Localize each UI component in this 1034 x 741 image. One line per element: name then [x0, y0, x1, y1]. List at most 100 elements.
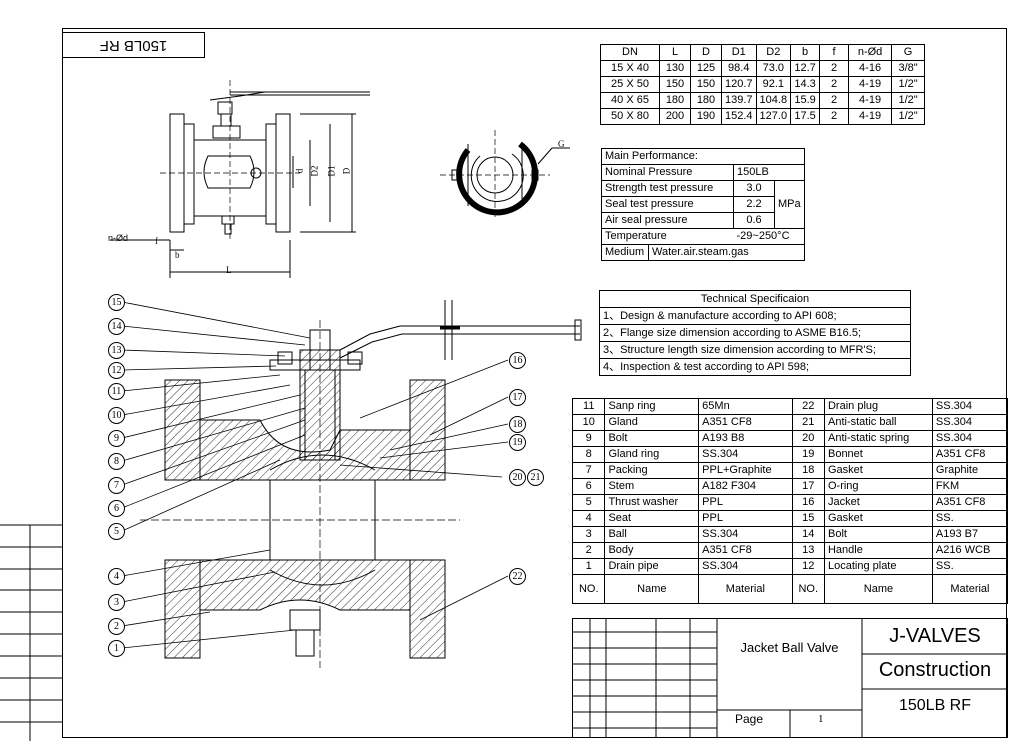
part-material: SS.304: [698, 526, 793, 543]
part-name: Bolt: [604, 430, 700, 447]
table-cell: 17.5: [790, 108, 821, 125]
nominal-label: Nominal Pressure: [601, 164, 734, 181]
pressure-unit: MPa: [774, 180, 805, 229]
part-name: Gland: [604, 414, 700, 431]
title-block-grid: [572, 618, 1008, 738]
strength-label: Strength test pressure: [601, 180, 734, 197]
orientation-stamp-text: 150LB RF: [99, 37, 168, 54]
callout-balloon: 4: [108, 568, 125, 585]
table-cell: 50 X 80: [600, 108, 660, 125]
table-cell: 92.1: [755, 76, 792, 93]
callout-balloon: 20: [509, 469, 526, 486]
part-material: A351 CF8: [931, 494, 1009, 511]
callout-balloon: 3: [108, 594, 125, 611]
company-name: J-VALVES: [889, 625, 981, 647]
temperature-label: Temperature: [601, 228, 734, 245]
table-cell: 2: [819, 92, 850, 109]
parts-header-name: Name: [604, 574, 700, 604]
part-material: PPL+Graphite: [698, 462, 793, 479]
part-material: SS.304: [698, 558, 793, 575]
col-header: b: [790, 44, 821, 61]
part-name: O-ring: [823, 478, 933, 495]
table-cell: 1/2": [891, 76, 926, 93]
label-n-od: n-Ød: [108, 233, 129, 243]
part-material: A351 CF8: [931, 446, 1009, 463]
table-cell: 190: [690, 108, 722, 125]
table-cell: 4-19: [848, 76, 893, 93]
table-cell: 2: [819, 60, 850, 77]
part-name: Sanp ring: [604, 398, 700, 415]
label-f: f: [155, 236, 158, 246]
parts-header-no: NO.: [791, 574, 825, 604]
performance-table: Main Performance: Nominal Pressure 150LB…: [601, 148, 805, 261]
col-header: D2: [755, 44, 792, 61]
part-no: 17: [791, 478, 825, 495]
table-cell: 4-19: [848, 92, 893, 109]
table-cell: 98.4: [721, 60, 757, 77]
part-no: 22: [791, 398, 825, 415]
part-material: FKM: [931, 478, 1009, 495]
callout-balloon: 21: [527, 469, 544, 486]
spec-item: 1、Design & manufacture according to API …: [599, 307, 911, 325]
strength-value: 3.0: [733, 180, 775, 197]
label-d: d: [294, 168, 305, 174]
valve-sectional-view: [140, 300, 582, 668]
seal-label: Seal test pressure: [601, 196, 734, 213]
callout-balloon: 18: [509, 416, 526, 433]
part-no: 21: [791, 414, 825, 431]
part-name: Bolt: [823, 526, 933, 543]
medium-value: Water.air.steam.gas: [648, 244, 805, 261]
table-cell: 200: [659, 108, 691, 125]
seal-value: 2.2: [733, 196, 775, 213]
table-cell: 25 X 50: [600, 76, 660, 93]
table-cell: 104.8: [755, 92, 792, 109]
table-cell: 150: [690, 76, 722, 93]
col-header: D1: [721, 44, 757, 61]
part-name: Anti-static ball: [823, 414, 933, 431]
part-material: SS.304: [931, 430, 1009, 447]
callout-balloon: 15: [108, 294, 125, 311]
part-name: Jacket: [823, 494, 933, 511]
air-value: 0.6: [733, 212, 775, 229]
dimension-table-header: DN L D D1 D2 b f n-Ød G: [600, 44, 926, 61]
callout-balloon: 19: [509, 434, 526, 451]
part-name: Locating plate: [823, 558, 933, 575]
table-cell: 1/2": [891, 92, 926, 109]
callout-balloon: 12: [108, 362, 125, 379]
part-no: 20: [791, 430, 825, 447]
drawing-border: [62, 28, 1007, 738]
part-no: 12: [791, 558, 825, 575]
col-header: L: [659, 44, 691, 61]
part-name: Gasket: [823, 462, 933, 479]
part-material: SS.: [931, 510, 1009, 527]
part-material: A193 B8: [698, 430, 793, 447]
col-header: G: [891, 44, 926, 61]
callout-balloon: 5: [108, 523, 125, 540]
orientation-stamp: 150LB RF: [62, 32, 205, 58]
part-name: Handle: [823, 542, 933, 559]
medium-label: Medium: [601, 244, 649, 261]
part-name: Drain pipe: [604, 558, 700, 575]
part-no: 14: [791, 526, 825, 543]
callout-balloon: 16: [509, 352, 526, 369]
callout-balloon: 2: [108, 618, 125, 635]
air-label: Air seal pressure: [601, 212, 734, 229]
callout-balloon: 17: [509, 389, 526, 406]
part-name: Packing: [604, 462, 700, 479]
part-material: 65Mn: [698, 398, 793, 415]
part-material: A216 WCB: [931, 542, 1009, 559]
table-cell: 180: [659, 92, 691, 109]
table-cell: 12.7: [790, 60, 821, 77]
